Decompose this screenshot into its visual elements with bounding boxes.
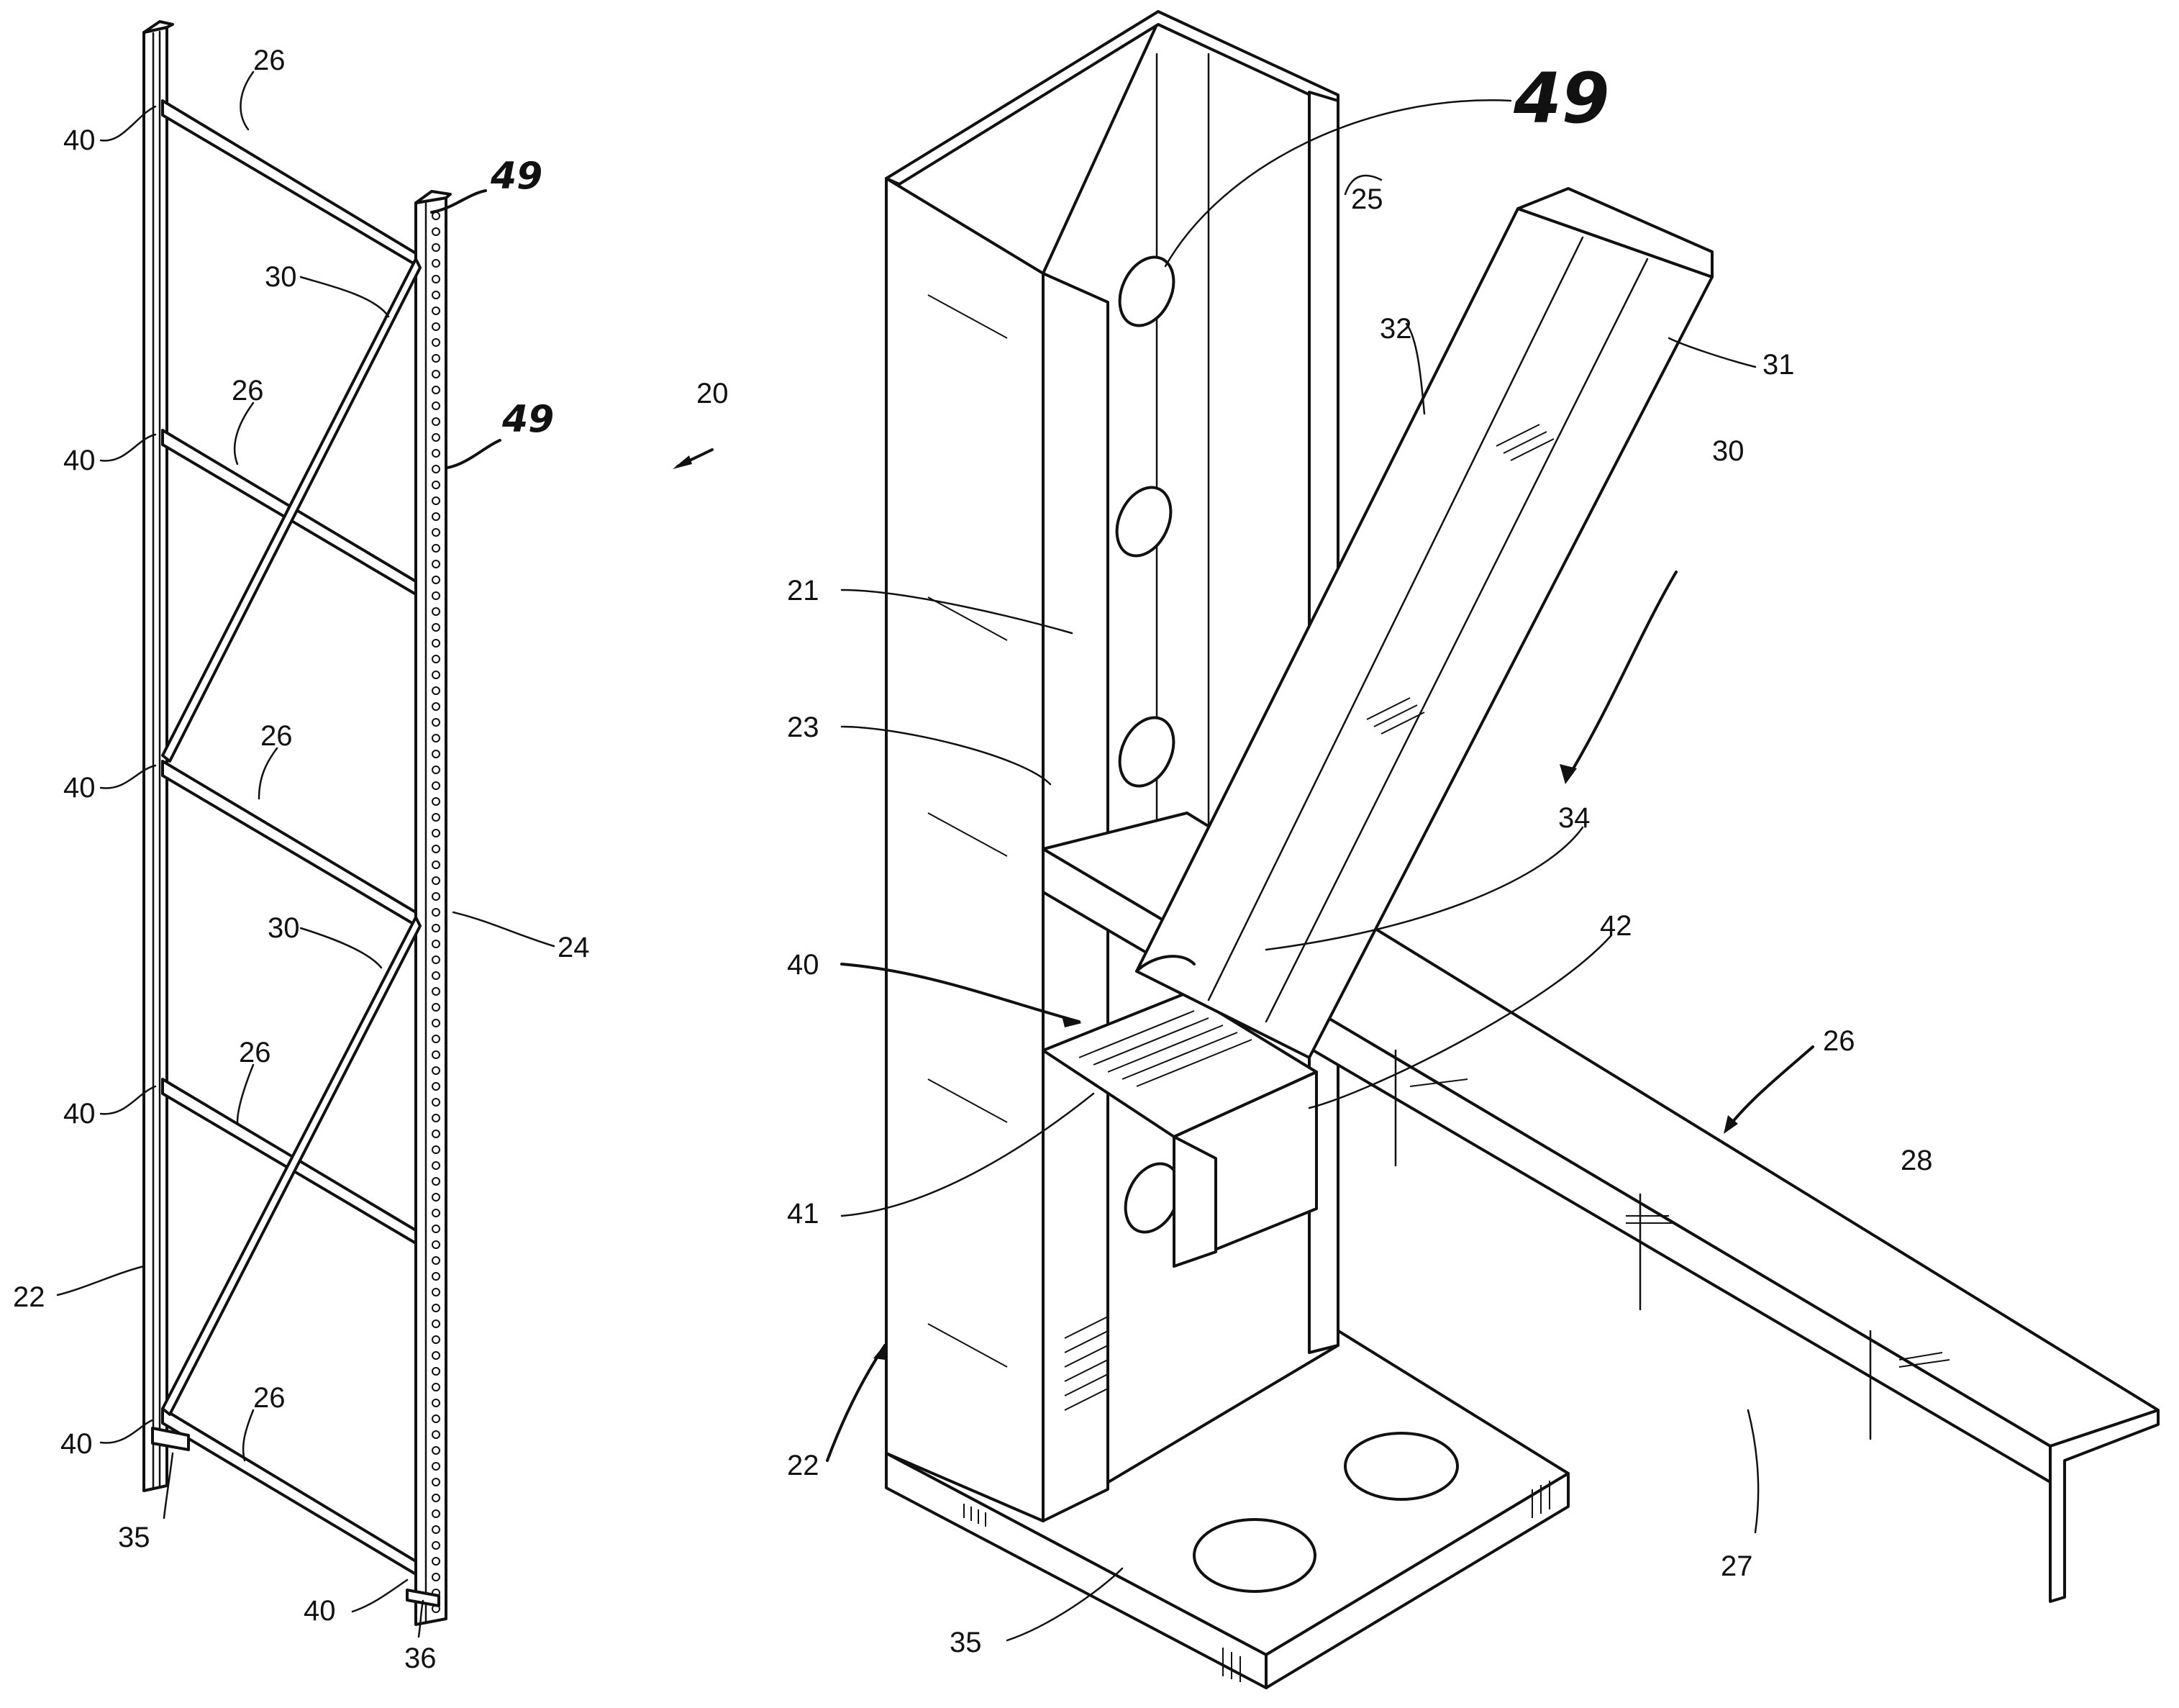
label-30: 30 xyxy=(1712,435,1744,467)
label-26: 26 xyxy=(260,720,293,752)
label-24: 24 xyxy=(558,932,590,963)
label-40: 40 xyxy=(63,772,96,804)
label-26: 26 xyxy=(1823,1025,1855,1057)
label-32: 32 xyxy=(1380,313,1412,345)
label-26: 26 xyxy=(239,1037,271,1068)
label-40: 40 xyxy=(60,1428,93,1460)
label-35: 35 xyxy=(118,1522,150,1553)
label-28: 28 xyxy=(1901,1145,1933,1176)
detail-view xyxy=(886,12,2158,1688)
label-26: 26 xyxy=(232,375,264,406)
labels-left: 26 40 30 26 40 26 40 30 24 26 40 22 26 4… xyxy=(13,45,729,1674)
label-27: 27 xyxy=(1721,1550,1753,1582)
label-49: 49 xyxy=(490,155,542,198)
label-34: 34 xyxy=(1558,802,1591,834)
label-21: 21 xyxy=(787,575,819,607)
label-20: 20 xyxy=(696,378,729,409)
label-22: 22 xyxy=(787,1450,819,1481)
label-40: 40 xyxy=(787,949,819,981)
frame-assembly xyxy=(144,22,450,1625)
label-23: 23 xyxy=(787,712,819,743)
upright-24 xyxy=(416,191,450,1625)
label-40: 40 xyxy=(63,445,96,476)
label-40: 40 xyxy=(63,124,96,156)
label-41: 41 xyxy=(787,1198,819,1230)
label-30: 30 xyxy=(268,912,300,944)
label-35: 35 xyxy=(950,1627,982,1658)
label-25: 25 xyxy=(1351,183,1383,215)
label-49: 49 xyxy=(501,398,554,441)
label-22: 22 xyxy=(13,1281,45,1313)
label-26: 26 xyxy=(253,45,286,76)
label-31: 31 xyxy=(1762,349,1795,381)
label-40: 40 xyxy=(63,1098,96,1130)
label-42: 42 xyxy=(1600,910,1632,942)
label-30: 30 xyxy=(265,261,297,293)
label-36: 36 xyxy=(404,1643,437,1674)
label-49: 49 xyxy=(1513,58,1610,139)
label-26: 26 xyxy=(253,1382,286,1414)
label-40: 40 xyxy=(304,1595,336,1627)
